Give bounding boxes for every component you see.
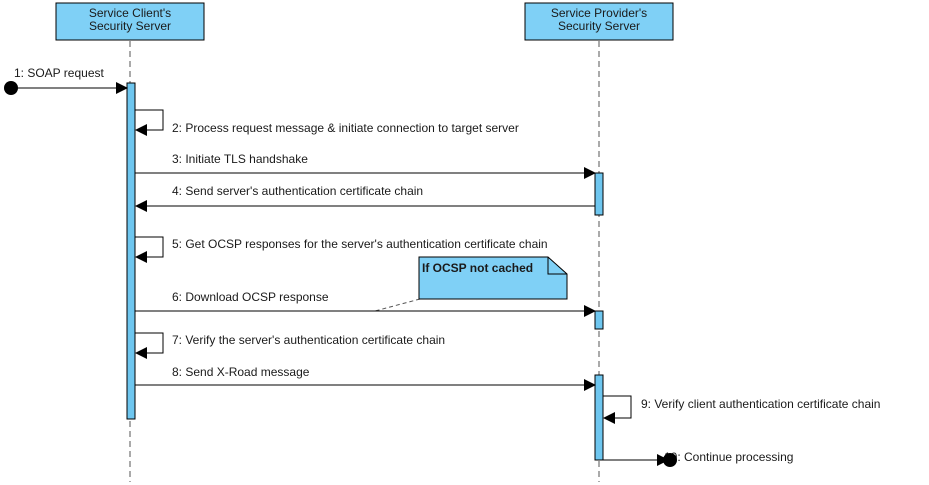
participant-provider-line1: Service Provider's <box>551 6 647 20</box>
message-9: 9: Verify client authentication certific… <box>603 395 880 424</box>
message-8-label: 8: Send X-Road message <box>172 365 310 379</box>
message-10: 10: Continue processing <box>603 450 793 467</box>
activation-provider-1 <box>594 172 604 216</box>
participant-client-line2: Security Server <box>89 19 171 33</box>
message-1-label: 1: SOAP request <box>14 66 104 80</box>
participant-provider-line2: Security Server <box>558 19 640 33</box>
end-dot <box>663 453 677 467</box>
message-6: 6: Download OCSP response <box>135 290 596 317</box>
message-4: 4: Send server's authentication certific… <box>135 184 595 212</box>
message-7: 7: Verify the server's authentication ce… <box>135 332 445 359</box>
message-10-label: 10: Continue processing <box>664 450 793 464</box>
message-6-label: 6: Download OCSP response <box>172 290 329 304</box>
activation-provider-3 <box>594 374 604 461</box>
activation-client <box>126 82 136 420</box>
message-8: 8: Send X-Road message <box>135 365 596 391</box>
message-3-label: 3: Initiate TLS handshake <box>172 152 308 166</box>
message-3: 3: Initiate TLS handshake <box>135 152 596 179</box>
message-2: 2: Process request message & initiate co… <box>135 109 519 136</box>
message-2-label: 2: Process request message & initiate co… <box>172 121 519 135</box>
message-4-label: 4: Send server's authentication certific… <box>172 184 423 198</box>
activation-provider-2 <box>594 310 604 330</box>
message-9-label: 9: Verify client authentication certific… <box>641 397 880 411</box>
note-connector <box>374 298 421 312</box>
note-ocsp: If OCSP not cached <box>374 256 568 312</box>
message-1: 1: SOAP request <box>4 66 128 95</box>
participant-client: Service Client's Security Server <box>55 2 205 41</box>
participant-provider: Service Provider's Security Server <box>524 2 674 41</box>
note-text: If OCSP not cached <box>422 261 533 275</box>
message-5: 5: Get OCSP responses for the server's a… <box>135 236 548 263</box>
message-5-label: 5: Get OCSP responses for the server's a… <box>172 237 548 251</box>
message-7-label: 7: Verify the server's authentication ce… <box>172 333 445 347</box>
participant-client-line1: Service Client's <box>89 6 171 20</box>
